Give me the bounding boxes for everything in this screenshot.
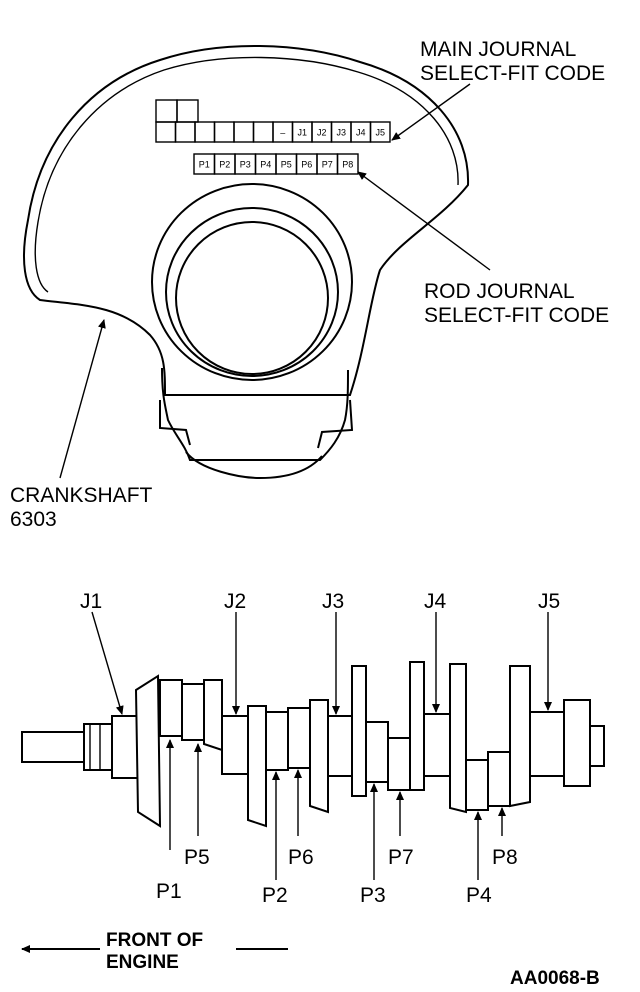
label-p6: P6 xyxy=(288,846,314,869)
crankshaft-label-line1: CRANKSHAFT xyxy=(10,484,153,507)
rod-code-p2: P2 xyxy=(219,160,230,170)
counterweight-outline xyxy=(23,44,470,396)
main-code-j2: J2 xyxy=(317,128,327,138)
rod-journal-p4 xyxy=(465,759,489,811)
main-journal-leader xyxy=(391,83,471,141)
label-j1: J1 xyxy=(80,590,102,613)
label-p4: P4 xyxy=(466,884,492,907)
front-of-label-line1: FRONT OF xyxy=(106,930,203,951)
main-journal-5 xyxy=(529,711,565,777)
grid-top-cell xyxy=(155,99,178,123)
crank-web xyxy=(351,665,367,797)
rod-journal-p7 xyxy=(387,737,411,791)
code-grid: – J1 J2 J3 J4 J5 P1 P2 P3 P4 P5 P6 P7 P8 xyxy=(155,99,391,175)
rod-code-p6: P6 xyxy=(301,160,312,170)
figure-id: AA0068-B xyxy=(510,968,600,989)
main-code-blank-box xyxy=(174,121,196,143)
crank-snout xyxy=(21,731,85,763)
rod-code-p7: P7 xyxy=(322,160,333,170)
main-code-blank-box xyxy=(252,121,274,143)
rod-journal-p1 xyxy=(159,679,183,737)
main-journal-label-line1: MAIN JOURNAL xyxy=(420,38,576,61)
rod-journal-p2 xyxy=(265,711,289,771)
crankshaft-end-view: – J1 J2 J3 J4 J5 P1 P2 P3 P4 P5 P6 P7 P8 xyxy=(23,44,470,480)
crank-web xyxy=(409,661,425,791)
flange-bore xyxy=(175,221,329,375)
main-code-dash: – xyxy=(280,128,285,138)
main-code-j5-box xyxy=(369,121,391,143)
crank-snout-collar xyxy=(83,723,113,771)
side-view-leaders xyxy=(91,611,552,880)
rod-code-p3: P3 xyxy=(240,160,251,170)
rod-journal-p8 xyxy=(487,751,511,807)
main-journal-1 xyxy=(111,715,139,779)
end-journal-base xyxy=(185,451,323,480)
main-code-j3: J3 xyxy=(336,128,346,138)
main-journal-label-line2: SELECT-FIT CODE xyxy=(420,62,605,85)
label-j3: J3 xyxy=(322,590,344,613)
flange-inner xyxy=(165,207,339,377)
main-code-j4: J4 xyxy=(356,128,366,138)
main-journal-2 xyxy=(221,715,249,775)
end-journal xyxy=(161,367,349,461)
crankshaft-side-view xyxy=(21,661,605,828)
main-journal-code-row: – J1 J2 J3 J4 J5 xyxy=(155,121,391,143)
rod-code-p4: P4 xyxy=(260,160,271,170)
label-j4: J4 xyxy=(424,590,447,613)
rod-journal-label-line2: SELECT-FIT CODE xyxy=(424,304,609,327)
rod-journal-p6 xyxy=(287,707,311,769)
grid-top-cell xyxy=(176,99,199,123)
crank-web xyxy=(309,699,329,814)
crank-web xyxy=(509,665,531,808)
rod-journal-p3 xyxy=(365,721,389,783)
crank-web xyxy=(449,663,467,814)
rod-code-p1: P1 xyxy=(199,160,210,170)
crank-web xyxy=(203,679,223,752)
main-code-blank-box xyxy=(233,121,255,143)
label-j5: J5 xyxy=(538,590,560,613)
label-p1: P1 xyxy=(156,880,182,903)
main-journal-3 xyxy=(327,715,353,777)
label-p3: P3 xyxy=(360,884,386,907)
flange-outer xyxy=(151,183,353,381)
rod-code-p5: P5 xyxy=(281,160,292,170)
rod-journal-leader xyxy=(357,171,491,271)
label-j2: J2 xyxy=(224,590,246,613)
label-p8: P8 xyxy=(492,846,518,869)
rod-journal-label-line1: ROD JOURNAL xyxy=(424,280,575,303)
label-p2: P2 xyxy=(262,884,288,907)
rod-code-p8-box xyxy=(336,153,359,175)
end-journal-keys xyxy=(159,399,354,449)
label-p5: P5 xyxy=(184,846,210,869)
main-code-j1: J1 xyxy=(297,128,307,138)
main-code-blank-box xyxy=(194,121,216,143)
crankshaft-label-line2: 6303 xyxy=(10,508,57,531)
crank-rear-flange xyxy=(563,699,591,787)
front-of-engine-indicator: FRONT OF ENGINE xyxy=(21,930,288,973)
counterweight-inner-edge xyxy=(34,56,459,293)
rod-journal-p5 xyxy=(181,683,205,741)
crankshaft-leader xyxy=(59,319,106,479)
label-p7: P7 xyxy=(388,846,414,869)
main-journal-4 xyxy=(423,713,451,777)
crank-web xyxy=(134,674,162,828)
crank-rear-pilot xyxy=(589,725,605,767)
crank-web xyxy=(247,705,267,828)
main-code-blank-box xyxy=(155,121,177,143)
main-code-blank-box xyxy=(213,121,235,143)
main-code-j5: J5 xyxy=(375,128,385,138)
front-of-label-line2: ENGINE xyxy=(106,952,179,973)
rod-journal-code-row: P1 P2 P3 P4 P5 P6 P7 P8 xyxy=(193,153,359,175)
rod-code-p8: P8 xyxy=(342,160,353,170)
